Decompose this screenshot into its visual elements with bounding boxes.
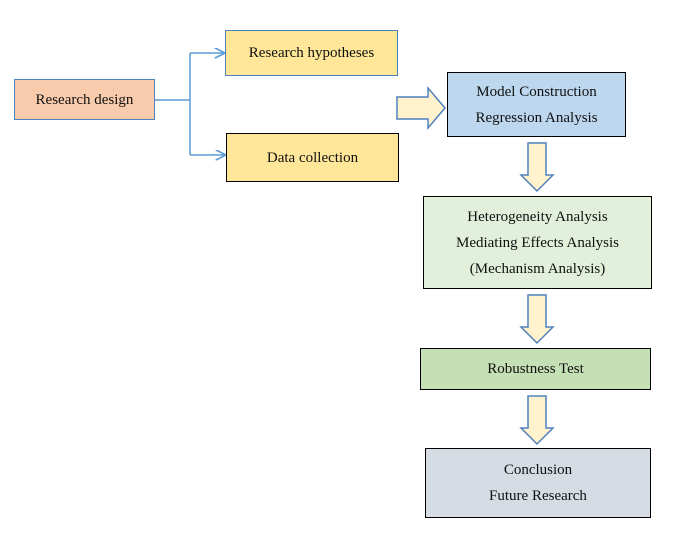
research-hypotheses-box: Research hypotheses — [225, 30, 398, 76]
model-construction-label: Model Construction — [476, 83, 597, 100]
heterogeneity-box: Heterogeneity Analysis Mediating Effects… — [423, 196, 652, 289]
robustness-test-label: Robustness Test — [487, 361, 584, 377]
conclusion-label: Conclusion — [503, 462, 573, 478]
block-arrow-down-2 — [519, 294, 555, 345]
data-collection-label: Data collection — [266, 149, 359, 166]
heterogeneity-analysis-label: Heterogeneity Analysis — [467, 208, 608, 225]
mediating-effects-label: Mediating Effects Analysis — [455, 234, 620, 251]
data-collection-box: Data collection — [226, 133, 399, 182]
mechanism-analysis-label: (Mechanism Analysis) — [469, 260, 606, 277]
block-arrow-down-1 — [519, 142, 555, 193]
conclusion-box: Conclusion Future Research — [425, 448, 651, 518]
regression-analysis-label: Regression Analysis — [475, 109, 598, 126]
research-design-box: Research design — [14, 79, 155, 120]
future-research-label: Future Research — [489, 488, 587, 504]
block-arrow-right — [396, 85, 446, 131]
block-arrow-down-3 — [519, 395, 555, 446]
model-construction-box: Model Construction Regression Analysis — [447, 72, 626, 137]
research-hypotheses-label: Research hypotheses — [248, 45, 375, 61]
research-design-label: Research design — [35, 91, 134, 108]
robustness-test-box: Robustness Test — [420, 348, 651, 390]
